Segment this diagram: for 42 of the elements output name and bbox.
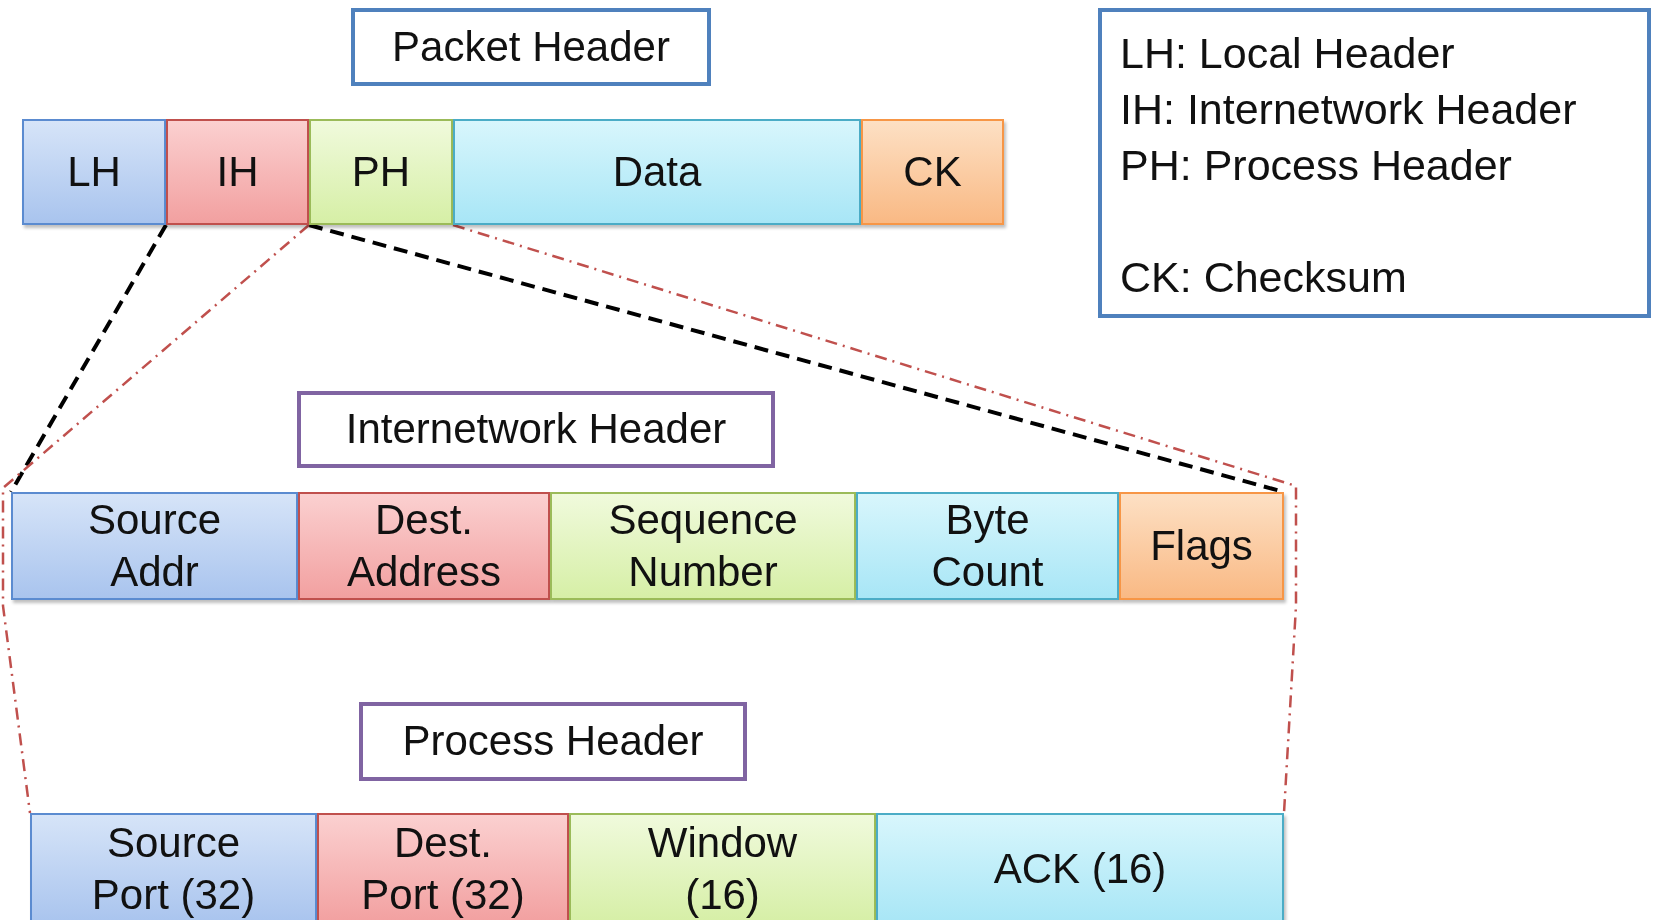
field-cell: [1119, 492, 1284, 600]
field-cell: [166, 119, 309, 225]
expansion-line: [9, 224, 168, 493]
title-box: [297, 391, 775, 468]
field-label: PH: [351, 146, 411, 197]
field-label: Byte Count: [930, 494, 1045, 597]
field-label: Flags: [1150, 520, 1253, 571]
key-entry: CK: Checksum: [1120, 251, 1407, 303]
field-cell: [309, 119, 453, 225]
field-label: Window (16): [646, 817, 799, 920]
field-label: CK: [903, 146, 962, 197]
field-cell: [550, 492, 856, 600]
field-label: Internetwork Header: [345, 404, 727, 455]
field-cell: [22, 119, 166, 225]
field-cell: [298, 492, 550, 600]
field-cell: [569, 813, 876, 920]
expansion-line: [452, 223, 1298, 814]
title-box: [351, 8, 711, 86]
key-entry: PH: Process Header: [1120, 139, 1512, 191]
field-label: Packet Header: [392, 21, 670, 72]
field-label: IH: [216, 146, 259, 197]
field-label: Source Addr: [86, 494, 223, 597]
abbreviation-key-box: [1098, 8, 1651, 318]
field-label: Sequence Number: [607, 494, 799, 597]
title-box: [359, 702, 747, 781]
field-cell: [11, 492, 298, 600]
field-cell: [876, 813, 1284, 920]
field-cell: [317, 813, 569, 920]
field-label: Data: [612, 146, 702, 197]
field-label: Process Header: [402, 716, 704, 767]
field-label: Source Port (32): [90, 817, 257, 920]
field-label: Dest. Port (32): [360, 817, 526, 920]
field-cell: [30, 813, 317, 920]
field-cell: [453, 119, 861, 225]
field-label: Dest. Address: [345, 494, 503, 597]
expansion-line: [1, 224, 310, 814]
key-entry: LH: Local Header: [1120, 28, 1455, 79]
field-cell: [856, 492, 1119, 600]
key-entry: IH: Internetwork Header: [1120, 83, 1577, 135]
field-cell: [861, 119, 1004, 225]
field-label: ACK (16): [993, 843, 1167, 894]
field-label: LH: [67, 146, 121, 197]
